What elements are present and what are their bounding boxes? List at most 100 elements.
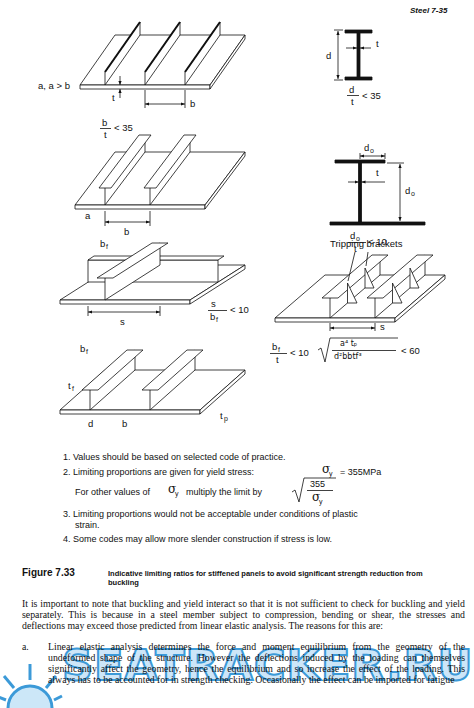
bracketed-panel [410, 268, 419, 288]
dimension-line [334, 80, 343, 81]
dimension-label: b [272, 341, 277, 352]
dimension-label: s [211, 298, 216, 309]
bracketed-panel [275, 318, 395, 322]
watermark-logo [0, 696, 6, 700]
dimension-line [387, 163, 404, 164]
dimension-label: f [106, 243, 108, 250]
dimension-label: y [175, 490, 179, 497]
dimension-label: < 10 [230, 304, 249, 315]
dimension-label: f [86, 348, 88, 355]
dimension-line [346, 48, 357, 49]
figure-note: For other values of [75, 487, 150, 497]
tee-stiffened-panel [205, 152, 245, 209]
dimension-label: < 10 [290, 347, 309, 358]
dimension-label: o [411, 190, 415, 197]
tee-section [330, 222, 425, 225]
dimension-label: Tripping brackets [330, 238, 403, 249]
figure-note: 4. Some codes may allow more slender con… [63, 534, 365, 545]
dimension-label: f [278, 346, 280, 353]
dimension-label: a [85, 210, 90, 221]
dimension-label: a, a > b [38, 80, 70, 91]
dimension-label: b [210, 311, 215, 322]
dimension-label: d²bbtf³ [334, 352, 362, 361]
bracketed-panel [393, 283, 403, 303]
tee-stiffener-panel [60, 350, 245, 414]
girder-panel [60, 300, 190, 304]
tee-stiffened-panel [75, 205, 205, 209]
dimension-line [145, 90, 146, 108]
bracketed-panel [348, 283, 358, 303]
dimension-line [347, 95, 359, 96]
watermark-logo [54, 696, 62, 700]
figure-drawing [60, 22, 445, 502]
dimension-line [185, 90, 186, 108]
dimension-line [270, 323, 398, 362]
tee-stiffener-panel [142, 350, 203, 390]
dimension-line [330, 323, 331, 331]
bracketed-panel [367, 255, 433, 298]
dimension-label: < 60 [401, 345, 420, 356]
flat-bar-panel [80, 22, 245, 89]
dimension-line [318, 338, 398, 362]
tee-stiffener-panel [82, 350, 143, 390]
root-sign [292, 478, 336, 502]
dimension-label: b [102, 117, 107, 128]
dimension-line [105, 211, 106, 226]
dimension-label: b [124, 226, 129, 237]
dimension-line [270, 353, 287, 354]
dimension-label: t [220, 410, 223, 421]
dimension-label: t [276, 354, 279, 365]
dimension-label: a⁴ tₚ [340, 339, 357, 348]
dimension-line [105, 211, 150, 226]
dimension-label: < 35 [114, 122, 133, 133]
i-section [345, 30, 372, 80]
dimension-line [332, 350, 396, 351]
dimension-line [400, 164, 401, 221]
dimension-line [348, 153, 404, 243]
tee-stiffened-panel [144, 135, 196, 188]
leader-line [348, 252, 355, 281]
dimension-line [330, 328, 375, 329]
dimension-line [150, 211, 151, 226]
dimension-line [160, 306, 161, 316]
i-section [345, 30, 372, 33]
dimension-line [145, 104, 185, 105]
dimension-label: t [104, 129, 107, 140]
figure-note: = 355MPa [340, 467, 381, 477]
dimension-line [338, 31, 339, 79]
dimension-line [100, 128, 111, 129]
flat-bar-panel [145, 22, 180, 85]
dimension-label: b [190, 98, 195, 109]
i-section [345, 77, 372, 80]
leader-line [348, 252, 368, 281]
dimension-label: s [120, 316, 125, 327]
watermark-logo [29, 664, 32, 680]
dimension-label: t [351, 96, 354, 107]
dimension-line [334, 30, 371, 96]
dimension-line [120, 89, 121, 98]
dimension-label: f [72, 385, 74, 392]
flat-bar-panel [80, 85, 210, 89]
leader-line [366, 252, 368, 266]
watermark-logo [4, 676, 14, 688]
dimension-line [88, 306, 227, 316]
dimension-label: d [364, 142, 369, 153]
dimension-label: d [88, 418, 93, 429]
flat-bar-panel [185, 22, 220, 85]
dimension-line [88, 306, 89, 316]
girder-panel [97, 243, 168, 278]
dimension-label: d [349, 84, 354, 95]
tee-stiffened-panel [75, 135, 245, 209]
watermark-logo [8, 686, 52, 708]
tee-section [359, 163, 362, 222]
tee-stiffener-panel [200, 370, 245, 414]
flat-bar-panel [105, 22, 140, 85]
dimension-line [334, 30, 343, 31]
dimension-label: < 35 [362, 90, 381, 101]
dimension-label: t [112, 92, 115, 103]
i-section [357, 33, 360, 77]
flat-bar-panel [210, 35, 245, 89]
body-text: a. [22, 641, 29, 652]
tee-stiffened-panel [99, 135, 151, 188]
